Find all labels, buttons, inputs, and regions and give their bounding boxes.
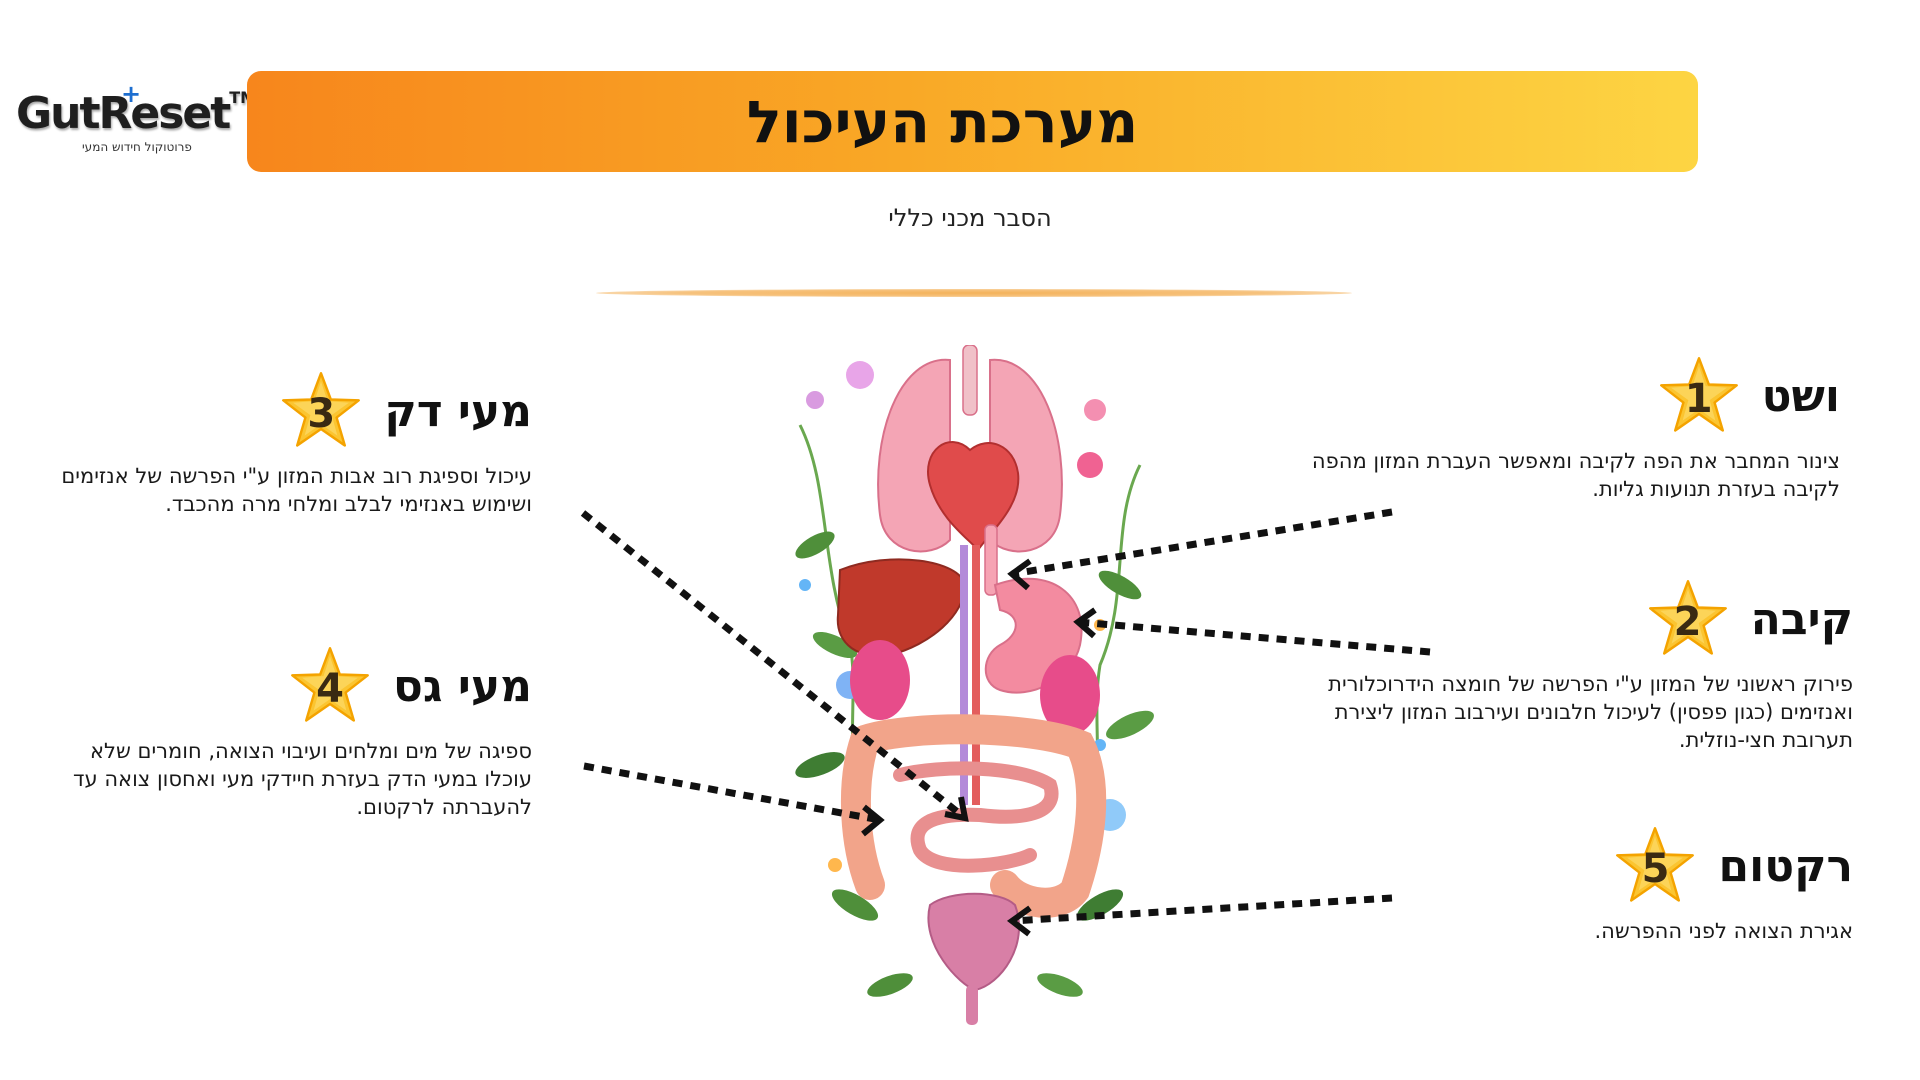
section-title: מעי דק [384,385,532,437]
logo-tagline: פרוטוקול חידוש המעי [82,140,192,154]
section-description: פירוק ראשוני של המזון ע"י הפרשה של חומצה… [1328,672,1853,752]
section-title: ושט [1761,370,1840,422]
section-header: ושט 1 [1280,355,1840,437]
section-title: מעי גס [393,660,532,712]
section-description: צינור המחבר את הפה לקיבה ומאפשר העברת המ… [1311,449,1840,501]
section-header: מעי דק 3 [52,370,532,452]
section-description: אגירת הצואה לפני ההפרשה. [1594,919,1853,943]
section-stomach: קיבה 2 פירוק ראשוני של המזון ע"י הפרשה ש… [1293,578,1853,754]
logo-brand-name: GutReset [16,88,231,139]
star-icon: 2 [1647,578,1729,660]
aorta [972,545,980,805]
star-icon: 3 [280,370,362,452]
ascending-colon [840,725,885,900]
decorative-divider [596,289,1352,297]
anal-canal [966,985,978,1025]
section-title: רקטום [1718,840,1853,892]
trachea [962,345,978,416]
section-number: 3 [307,391,336,437]
star-icon: 1 [1658,355,1740,437]
section-description: ספיגה של מים ומלחים ועיבוי הצואה, חומרים… [73,739,532,819]
small-intestine [893,761,1059,873]
esophagus [984,524,998,596]
section-header: קיבה 2 [1293,578,1853,660]
section-number: 4 [316,666,344,712]
rectum [927,892,1021,992]
title-banner: מערכת העיכול [247,71,1698,172]
page-title: מערכת העיכול [746,87,1139,156]
section-large-intestine: מעי גס 4 ספיגה של מים ומלחים ועיבוי הצוא… [40,645,532,821]
plus-icon: + [121,80,142,108]
section-number: 1 [1684,376,1713,422]
section-number: 5 [1641,846,1670,892]
section-rectum: רקטום 5 אגירת הצואה לפני ההפרשה. [1353,825,1853,945]
star-icon: 4 [289,645,371,727]
gutreset-logo: GutResetTM + פרוטוקול חידוש המעי [16,80,256,158]
section-esophagus: ושט 1 צינור המחבר את הפה לקיבה ומאפשר הע… [1280,355,1840,503]
digestive-system-illustration [795,345,1154,1025]
section-small-intestine: מעי דק 3 עיכול וספיגת רוב אבות המזון ע"י… [52,370,532,518]
section-header: רקטום 5 [1353,825,1853,907]
section-title: קיבה [1750,593,1853,645]
section-header: מעי גס 4 [40,645,532,727]
kidney-right [1040,655,1100,735]
page-subtitle: הסבר מכני כללי [888,204,1052,232]
kidney-left [850,640,910,720]
section-description: עיכול וספיגת רוב אבות המזון ע"י הפרשה של… [61,464,532,516]
star-icon: 5 [1614,825,1696,907]
section-number: 2 [1673,599,1702,645]
liver [836,558,967,657]
